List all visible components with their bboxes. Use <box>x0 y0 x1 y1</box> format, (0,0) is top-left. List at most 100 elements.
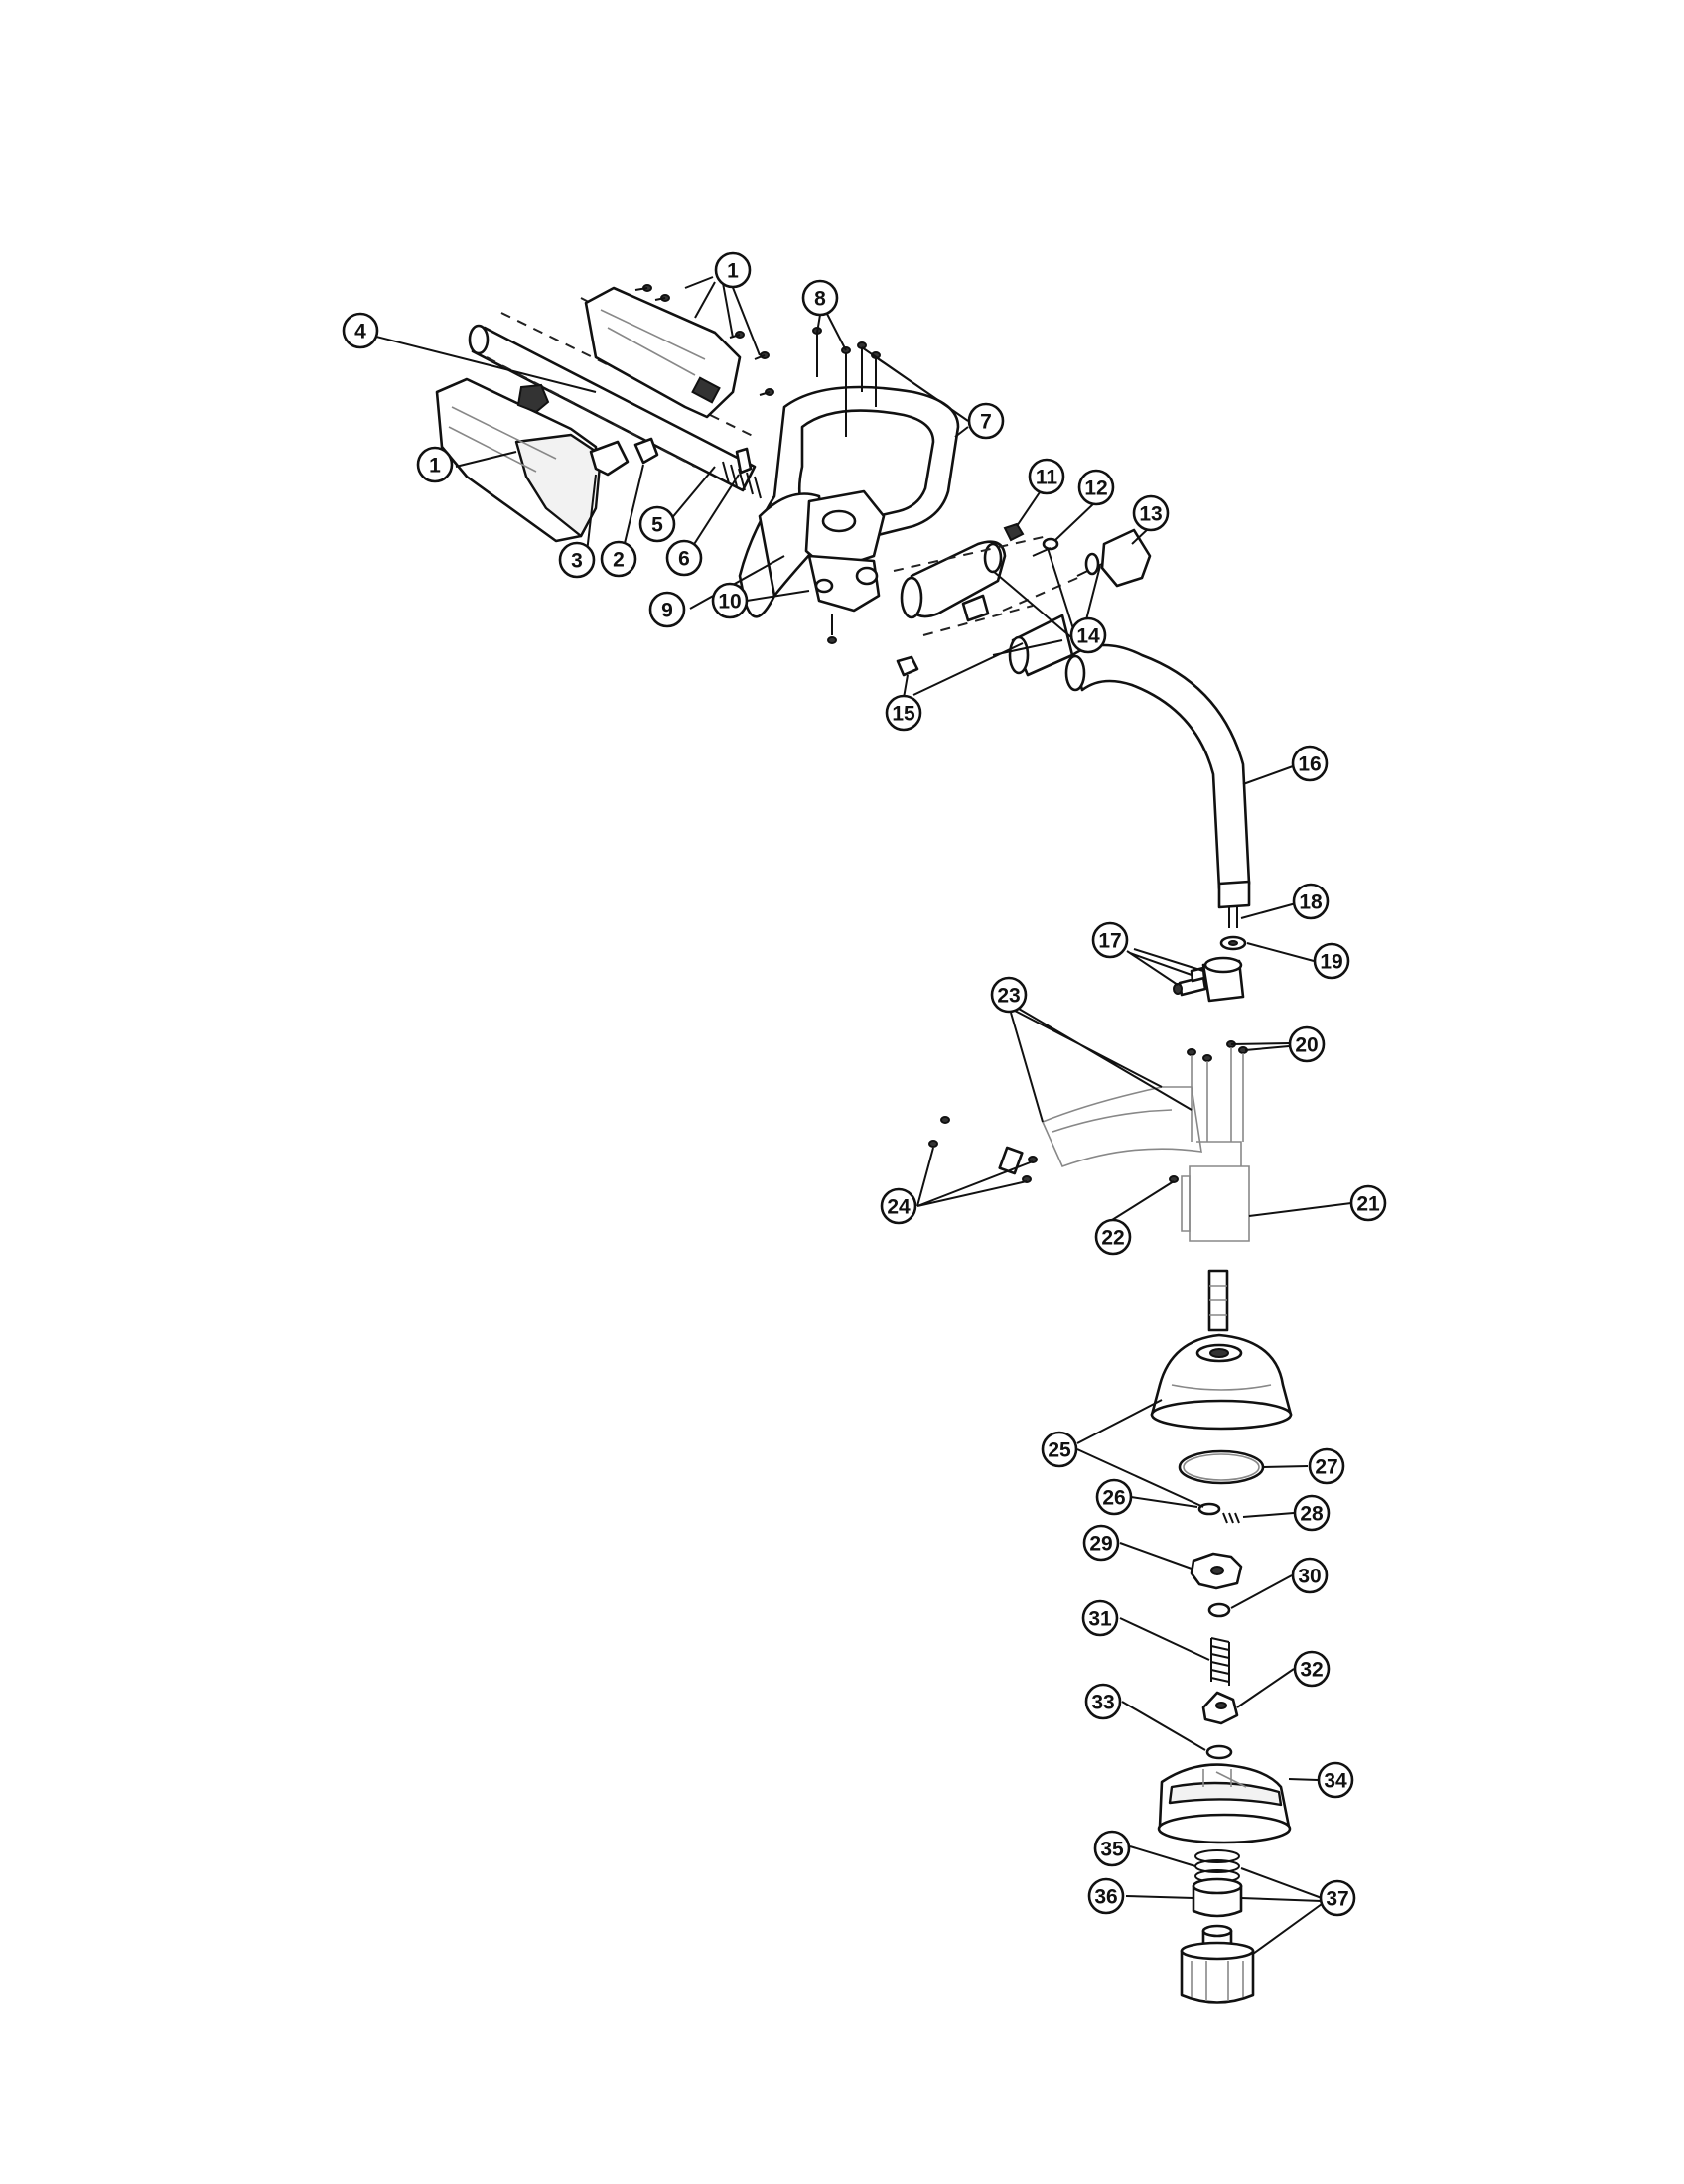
callout-18: 18 <box>1292 883 1330 920</box>
callout-21: 21 <box>1349 1184 1387 1222</box>
callout-number: 20 <box>1295 1034 1318 1057</box>
callout-number: 15 <box>892 703 915 726</box>
callout-number: 2 <box>613 549 625 572</box>
callout-20: 20 <box>1288 1025 1326 1063</box>
callout-22: 22 <box>1094 1218 1132 1256</box>
callout-37: 37 <box>1319 1879 1356 1917</box>
callout-circle <box>801 279 839 317</box>
callout-11: 11 <box>1028 458 1065 495</box>
callout-6: 6 <box>665 539 703 577</box>
callout-circle <box>665 539 703 577</box>
callout-number: 33 <box>1091 1692 1114 1714</box>
callout-circle <box>714 251 752 289</box>
callout-number: 21 <box>1356 1193 1380 1216</box>
callout-15: 15 <box>885 694 922 732</box>
callout-27: 27 <box>1308 1447 1345 1485</box>
callout-number: 35 <box>1100 1839 1124 1861</box>
callout-circle <box>1091 921 1129 959</box>
callout-number: 8 <box>814 288 826 311</box>
trimmer-head <box>1150 1333 1293 2004</box>
callout-30: 30 <box>1291 1557 1329 1594</box>
callout-number: 6 <box>678 548 690 571</box>
callout-28: 28 <box>1293 1494 1331 1532</box>
callout-number: 18 <box>1299 891 1323 914</box>
callout-25: 25 <box>1041 1431 1078 1468</box>
handle-assembly <box>435 284 960 644</box>
callout-circle <box>1319 1879 1356 1917</box>
leader-lines <box>375 276 1352 1955</box>
callout-number: 23 <box>997 985 1020 1008</box>
callout-1: 1 <box>714 251 752 289</box>
callout-circle <box>1288 1025 1326 1063</box>
callout-31: 31 <box>1081 1599 1119 1637</box>
callout-circle <box>1082 1524 1120 1562</box>
callout-number: 30 <box>1298 1566 1321 1588</box>
callout-number: 14 <box>1076 625 1100 648</box>
callout-number: 29 <box>1089 1533 1112 1556</box>
callout-circle <box>1291 1557 1329 1594</box>
callout-number: 22 <box>1101 1227 1124 1250</box>
callout-35: 35 <box>1093 1830 1131 1867</box>
callout-circle <box>638 505 676 543</box>
callout-23: 23 <box>990 976 1028 1014</box>
callout-number: 37 <box>1326 1888 1348 1911</box>
callout-29: 29 <box>1082 1524 1120 1562</box>
callout-number: 31 <box>1088 1608 1112 1631</box>
callout-32: 32 <box>1293 1650 1331 1688</box>
callout-circle <box>1291 745 1329 782</box>
callout-number: 11 <box>1036 467 1058 489</box>
callout-number: 9 <box>661 600 673 622</box>
callout-circle <box>1028 458 1065 495</box>
callout-number: 4 <box>354 321 366 343</box>
callout-26: 26 <box>1095 1478 1133 1516</box>
callout-circle <box>1093 1830 1131 1867</box>
callout-number: 7 <box>980 411 992 434</box>
callout-circle <box>1041 1431 1078 1468</box>
callout-circle <box>1069 616 1107 654</box>
callout-circle <box>1292 883 1330 920</box>
callout-number: 1 <box>727 260 739 283</box>
callout-24: 24 <box>880 1187 917 1225</box>
callout-number: 13 <box>1139 503 1162 526</box>
callout-circle <box>885 694 922 732</box>
callout-number: 12 <box>1084 478 1107 500</box>
callout-number: 25 <box>1048 1439 1071 1462</box>
callout-33: 33 <box>1084 1683 1122 1720</box>
callout-circle <box>1308 1447 1345 1485</box>
callout-number: 36 <box>1094 1886 1117 1909</box>
callout-2: 2 <box>600 540 637 578</box>
callout-circle <box>1349 1184 1387 1222</box>
callout-14: 14 <box>1069 616 1107 654</box>
callout-number: 27 <box>1315 1456 1337 1479</box>
callout-5: 5 <box>638 505 676 543</box>
callout-34: 34 <box>1317 1761 1354 1799</box>
callout-36: 36 <box>1087 1877 1125 1915</box>
callout-7: 7 <box>967 402 1005 440</box>
callout-circle <box>1081 1599 1119 1637</box>
callout-circle <box>880 1187 917 1225</box>
callout-circle <box>1094 1218 1132 1256</box>
callout-circle <box>416 446 454 483</box>
callout-1: 1 <box>416 446 454 483</box>
callout-4: 4 <box>342 312 379 349</box>
callout-17: 17 <box>1091 921 1129 959</box>
callout-number: 34 <box>1324 1770 1347 1793</box>
callout-number: 32 <box>1300 1659 1323 1682</box>
callout-number: 17 <box>1098 930 1121 953</box>
callout-circle <box>1095 1478 1133 1516</box>
callout-16: 16 <box>1291 745 1329 782</box>
callout-number: 24 <box>887 1196 911 1219</box>
callout-circle <box>711 582 749 619</box>
callout-number: 28 <box>1300 1503 1324 1526</box>
callout-number: 1 <box>429 455 441 478</box>
callout-number: 3 <box>571 550 583 573</box>
callout-circle <box>342 312 379 349</box>
callout-circle <box>1087 1877 1125 1915</box>
callout-circle <box>600 540 637 578</box>
callout-circle <box>990 976 1028 1014</box>
callout-12: 12 <box>1077 469 1115 506</box>
callout-circle <box>967 402 1005 440</box>
callout-circle <box>1077 469 1115 506</box>
